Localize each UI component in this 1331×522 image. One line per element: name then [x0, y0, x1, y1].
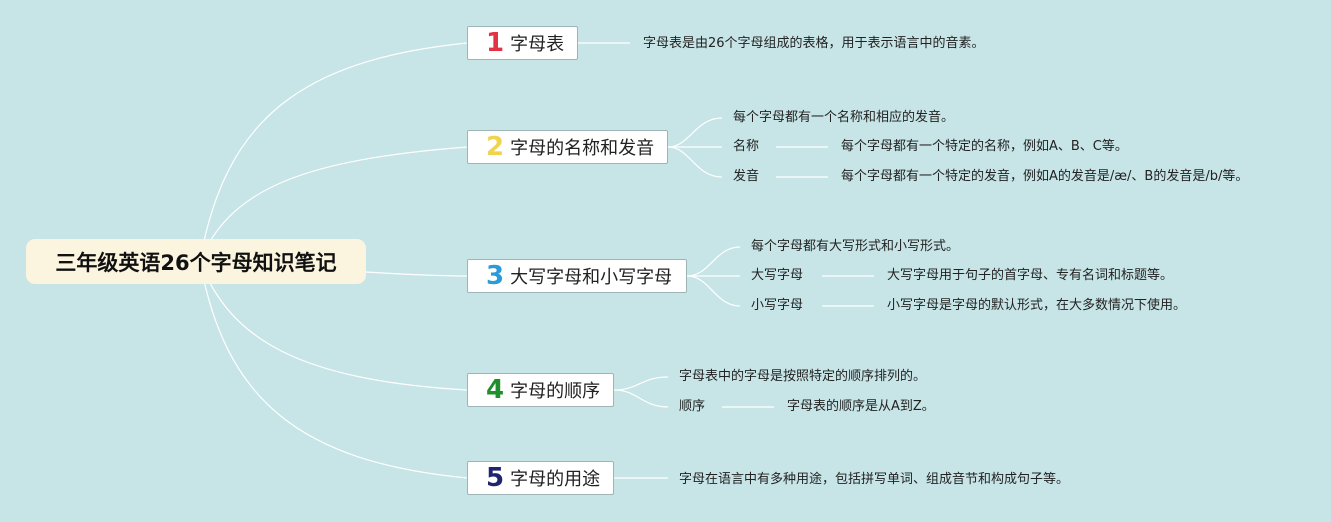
t1-desc[interactable]: 字母表是由26个字母组成的表格，用于表示语言中的音素。 [643, 36, 985, 51]
topic-5-label: 字母的用途 [510, 469, 601, 490]
topic-4-number: 4 [486, 375, 505, 405]
t2-sound-desc[interactable]: 每个字母都有一个特定的发音，例如A的发音是/æ/、B的发音是/b/等。 [841, 169, 1249, 184]
t4-order-label[interactable]: 顺序 [679, 399, 706, 414]
t3-lower-label[interactable]: 小写字母 [751, 298, 804, 313]
t2-name-desc[interactable]: 每个字母都有一个特定的名称，例如A、B、C等。 [841, 139, 1128, 154]
connector-t2-intro [667, 117, 723, 148]
topic-5-number: 5 [486, 463, 505, 493]
t4-intro[interactable]: 字母表中的字母是按照特定的顺序排列的。 [679, 369, 927, 384]
t4-order-desc[interactable]: 字母表的顺序是从A到Z。 [787, 399, 935, 414]
topic-3-number: 3 [486, 261, 505, 291]
topic-1-number: 1 [486, 28, 505, 58]
t5-desc[interactable]: 字母在语言中有多种用途，包括拼写单词、组成音节和构成句子等。 [679, 472, 1070, 487]
topic-2-label: 字母的名称和发音 [510, 138, 655, 159]
connector-t2-sound [667, 146, 723, 178]
connector-t4-intro [613, 376, 669, 391]
topic-3-label: 大写字母和小写字母 [510, 267, 673, 288]
topic-5[interactable]: 5 字母的用途 [467, 461, 614, 495]
topic-3[interactable]: 3 大写字母和小写字母 [467, 259, 687, 293]
topic-2[interactable]: 2 字母的名称和发音 [467, 130, 668, 164]
connector-t3-lower [686, 275, 741, 307]
topic-1-label: 字母表 [510, 34, 565, 55]
t3-intro[interactable]: 每个字母都有大写形式和小写形式。 [751, 239, 960, 254]
root-title[interactable]: 三年级英语26个字母知识笔记 [26, 239, 366, 284]
t3-upper-desc[interactable]: 大写字母用于句子的首字母、专有名词和标题等。 [887, 268, 1174, 283]
topic-4[interactable]: 4 字母的顺序 [467, 373, 614, 407]
connector-root-topic-5 [199, 260, 468, 479]
connector-t3-intro [686, 246, 741, 277]
connector-root-topic-2 [199, 146, 468, 262]
topic-1[interactable]: 1 字母表 [467, 26, 578, 60]
connector-root-topic-4 [199, 260, 468, 391]
t2-name-label[interactable]: 名称 [733, 139, 760, 154]
t3-lower-desc[interactable]: 小写字母是字母的默认形式，在大多数情况下使用。 [887, 298, 1187, 313]
connector-root-topic-1 [199, 42, 468, 262]
topic-2-number: 2 [486, 132, 505, 162]
connector-t4-order [613, 389, 669, 408]
t2-intro[interactable]: 每个字母都有一个名称和相应的发音。 [733, 110, 955, 125]
t3-upper-label[interactable]: 大写字母 [751, 268, 804, 283]
root-title-text: 三年级英语26个字母知识笔记 [55, 250, 337, 275]
connector-root-topic-3 [365, 271, 468, 277]
t2-sound-label[interactable]: 发音 [733, 169, 760, 184]
topic-4-label: 字母的顺序 [510, 381, 601, 402]
